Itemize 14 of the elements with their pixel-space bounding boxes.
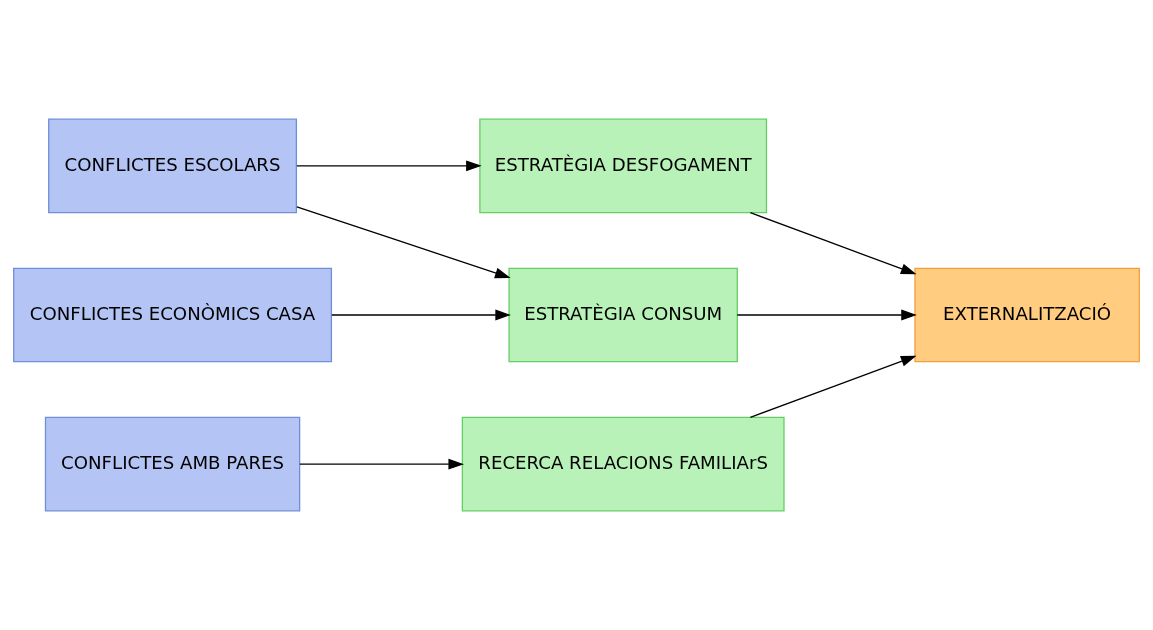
node-box: CONFLICTES AMB PARES bbox=[44, 416, 301, 512]
arrow bbox=[331, 309, 511, 321]
arrow bbox=[749, 355, 917, 418]
arrow bbox=[749, 212, 917, 275]
arrow bbox=[296, 160, 482, 172]
node-box: RECERCA RELACIONS FAMILIArS bbox=[461, 416, 785, 512]
node-box: ESTRATÈGIA DESFOGAMENT bbox=[479, 118, 768, 214]
arrow bbox=[296, 206, 511, 279]
node-box: CONFLICTES ESCOLARS bbox=[48, 118, 298, 214]
node-box: ESTRATÈGIA CONSUM bbox=[508, 267, 738, 363]
arrow bbox=[299, 458, 464, 470]
arrow bbox=[736, 309, 917, 321]
node-box: CONFLICTES ECONÒMICS CASA bbox=[13, 267, 333, 363]
node-box: EXTERNALITZACIÓ bbox=[914, 267, 1140, 363]
